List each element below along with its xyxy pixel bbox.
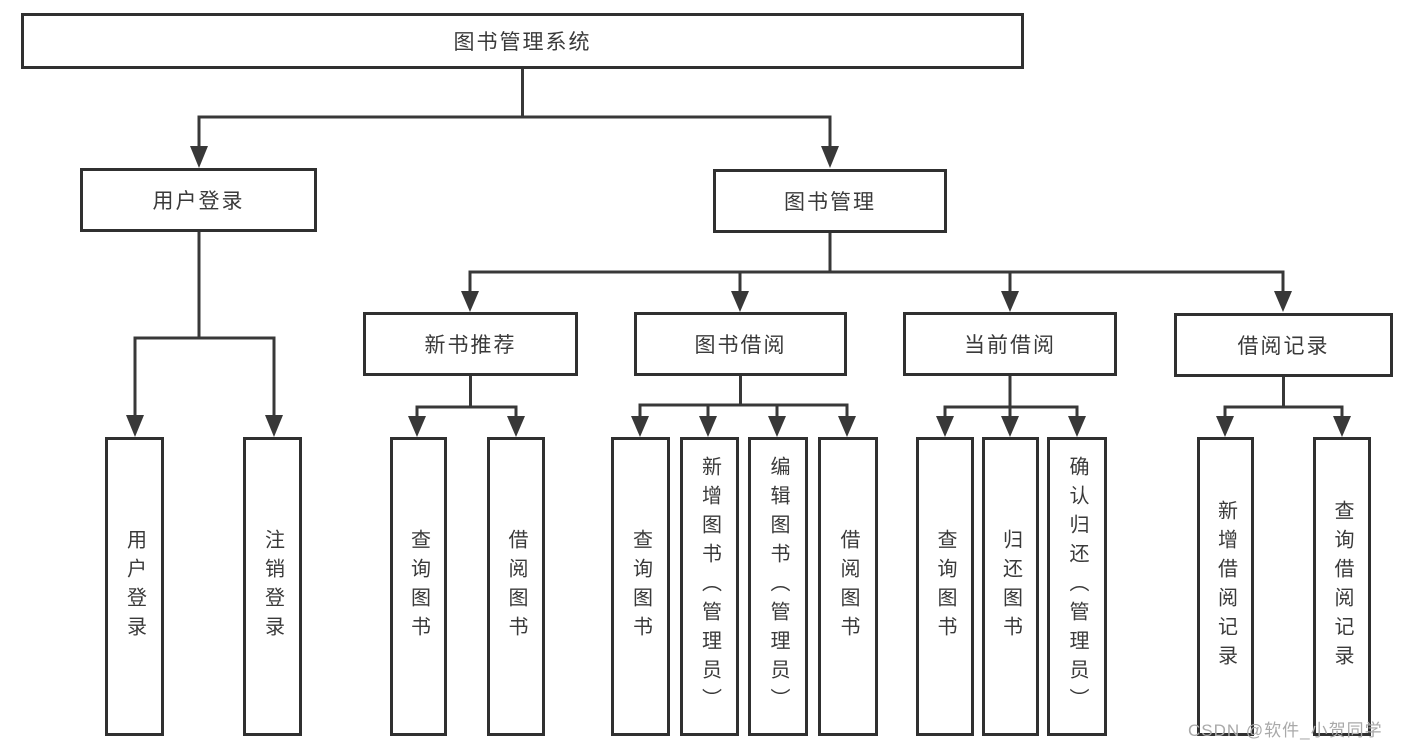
leaf-borrow-edit-books-admin: 编辑图书（管理员） — [748, 437, 808, 736]
leaf-user-login-label: 用户登录 — [123, 528, 146, 645]
branch-new-book-recommend-label: 新书推荐 — [424, 334, 517, 357]
leaf-current-query-books-label: 查询图书 — [934, 528, 956, 645]
branch-borrowing-records: 借阅记录 — [1174, 313, 1393, 377]
leaf-record-add-borrow-record: 新增借阅记录 — [1197, 437, 1254, 736]
borrowing-records-arrowheads — [1216, 416, 1351, 437]
leaf-current-query-books: 查询图书 — [916, 437, 974, 736]
leaf-newbook-borrow-books: 借阅图书 — [487, 437, 545, 736]
root-connector — [197, 67, 832, 147]
new-book-recommend-arrowheads — [408, 416, 525, 437]
root-arrowheads — [190, 146, 839, 168]
leaf-borrow-borrow-books: 借阅图书 — [818, 437, 878, 736]
leaf-user-login: 用户登录 — [105, 437, 164, 736]
leaf-record-query-borrow-record-label: 查询借阅记录 — [1331, 499, 1353, 674]
leaf-borrow-query-books-label: 查询图书 — [629, 528, 652, 645]
leaf-borrow-query-books: 查询图书 — [611, 437, 670, 736]
current-borrowing-connector — [943, 376, 1079, 416]
book-borrowing-connector — [638, 376, 849, 416]
leaf-current-confirm-return-admin-label: 确认归还（管理员） — [1066, 456, 1088, 717]
branch-book-borrowing: 图书借阅 — [634, 312, 847, 376]
leaf-current-return-books: 归还图书 — [982, 437, 1039, 736]
leaf-record-add-borrow-record-label: 新增借阅记录 — [1214, 499, 1237, 674]
leaf-logout: 注销登录 — [243, 437, 302, 736]
csdn-watermark: CSDN @软件_小贺同学 — [1188, 721, 1383, 740]
branch-user-login: 用户登录 — [80, 168, 317, 232]
user-login-arrowheads — [126, 415, 283, 437]
branch-book-management-label: 图书管理 — [784, 191, 876, 214]
leaf-newbook-borrow-books-label: 借阅图书 — [505, 528, 527, 645]
branch-current-borrowing-label: 当前借阅 — [964, 334, 1056, 357]
leaf-newbook-query-books: 查询图书 — [390, 437, 447, 736]
branch-user-login-label: 用户登录 — [152, 190, 245, 213]
leaf-borrow-borrow-books-label: 借阅图书 — [837, 528, 859, 645]
new-book-recommend-connector — [415, 376, 518, 416]
leaf-current-confirm-return-admin: 确认归还（管理员） — [1047, 437, 1107, 736]
branch-book-management: 图书管理 — [713, 169, 947, 233]
branch-borrowing-records-label: 借阅记录 — [1237, 335, 1330, 358]
leaf-borrow-edit-books-admin-label: 编辑图书（管理员） — [767, 456, 789, 717]
branch-new-book-recommend: 新书推荐 — [363, 312, 578, 376]
branch-book-borrowing-label: 图书借阅 — [694, 334, 787, 357]
leaf-borrow-add-books-admin: 新增图书（管理员） — [680, 437, 739, 736]
leaf-borrow-add-books-admin-label: 新增图书（管理员） — [698, 456, 721, 717]
borrowing-records-connector — [1223, 377, 1344, 416]
book-management-arrowheads — [461, 291, 1292, 312]
book-borrowing-arrowheads — [631, 416, 856, 437]
user-login-connector — [133, 232, 276, 416]
root-node: 图书管理系统 — [21, 13, 1024, 69]
leaf-record-query-borrow-record: 查询借阅记录 — [1313, 437, 1371, 736]
book-management-connector — [468, 233, 1285, 292]
leaf-logout-label: 注销登录 — [261, 528, 284, 645]
leaf-current-return-books-label: 归还图书 — [999, 528, 1022, 645]
root-node-label: 图书管理系统 — [453, 31, 592, 54]
branch-current-borrowing: 当前借阅 — [903, 312, 1117, 376]
current-borrowing-arrowheads — [936, 416, 1086, 437]
leaf-newbook-query-books-label: 查询图书 — [407, 528, 430, 645]
